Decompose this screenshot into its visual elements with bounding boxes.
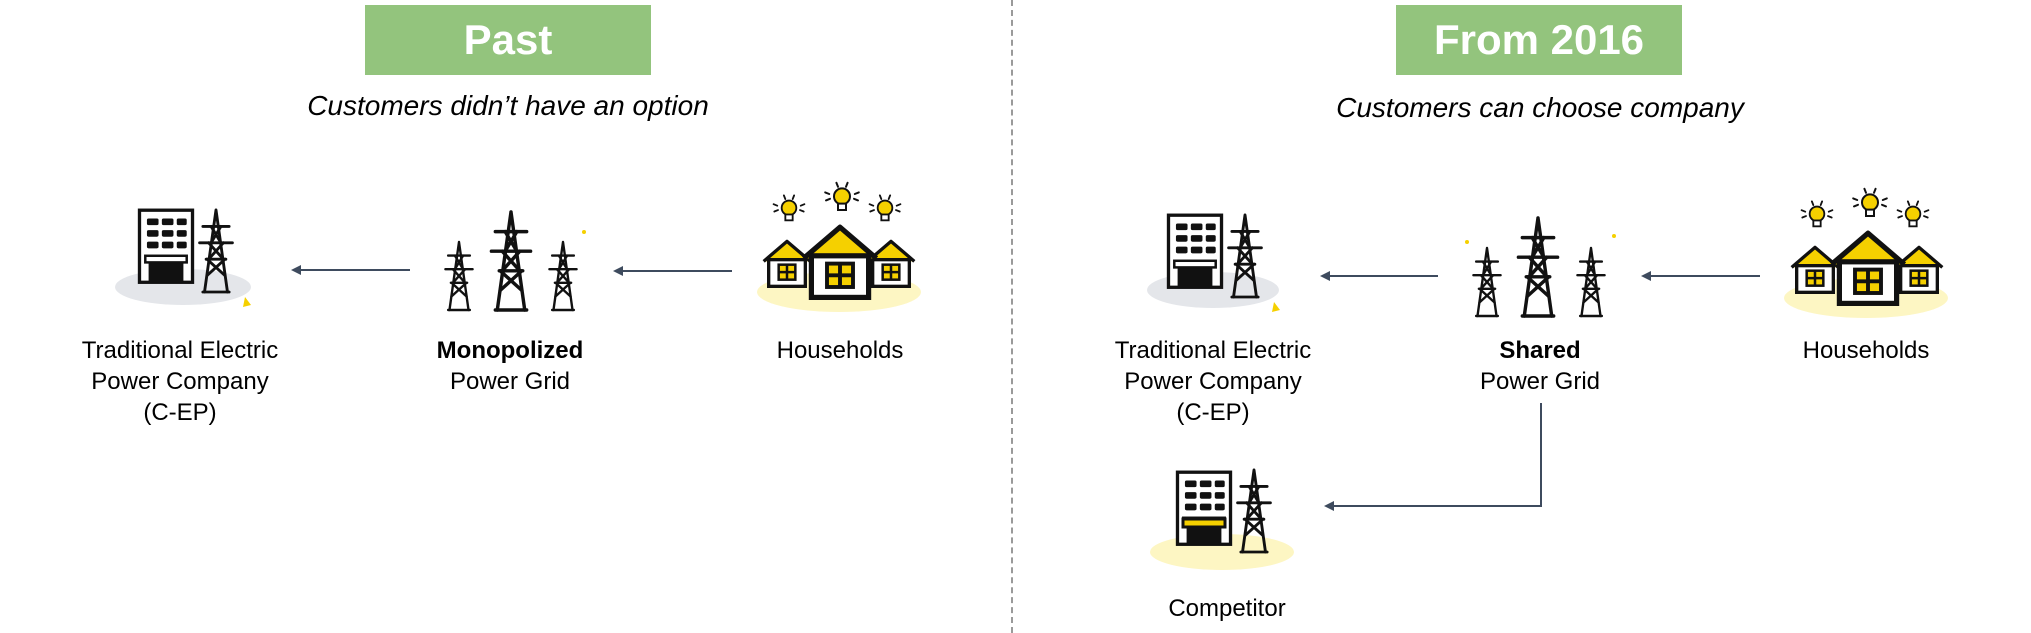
label-competitor: Competitor — [1168, 595, 1286, 622]
label-households-right: Households — [1802, 337, 1930, 364]
company-icon-right — [1147, 213, 1280, 312]
grid-icon-left — [443, 212, 586, 310]
label-grid-right: Shared Power Grid — [1479, 337, 1601, 395]
households-icon-right — [1784, 187, 1948, 318]
label-company-right: Traditional Electric Power Company (C-EP… — [1114, 337, 1312, 426]
header-from-2016: From 2016 — [1396, 5, 1682, 75]
label-grid-left: Monopolized Power Grid — [436, 337, 584, 395]
subtitle-from-2016: Customers can choose company — [1336, 92, 1744, 123]
subtitle-past: Customers didn’t have an option — [307, 90, 709, 121]
header-past: Past — [365, 5, 651, 75]
label-company-left: Traditional Electric Power Company (C-EP… — [81, 337, 279, 426]
panel-divider — [1011, 0, 1013, 633]
competitor-icon — [1150, 468, 1294, 570]
grid-icon-right — [1465, 218, 1616, 316]
arrow-grid-to-competitor — [1324, 403, 1542, 511]
label-households-left: Households — [776, 337, 904, 364]
company-icon-left — [115, 208, 251, 307]
households-icon-left — [757, 181, 921, 312]
